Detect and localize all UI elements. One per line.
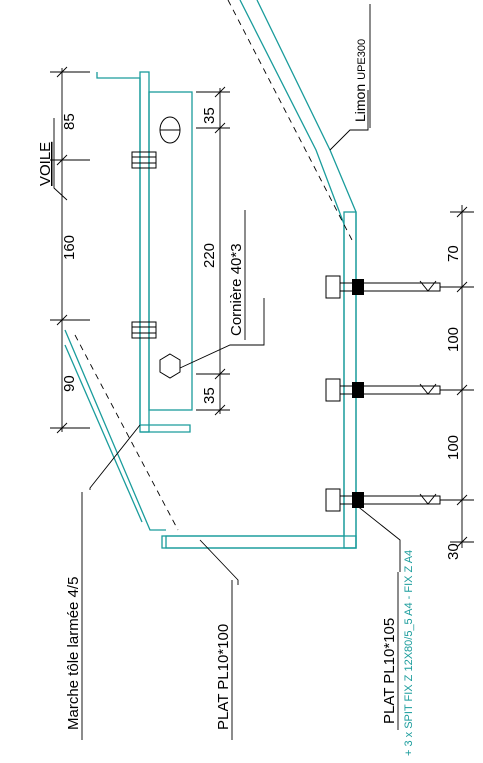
anchor-expansion (419, 493, 437, 505)
step-plate-marche (139, 71, 150, 433)
dim-text-anchor-4: 30 (445, 543, 462, 560)
dim-text-corniere-2: 220 (201, 243, 218, 268)
dim-tick-a5 (456, 536, 468, 548)
limon-upe300-outline (165, 0, 357, 549)
corniere-flange (148, 91, 193, 411)
stringer-inner-line (64, 329, 166, 531)
hidden-lines (74, 0, 353, 531)
anchor-1 (325, 275, 441, 299)
leader-plat-105 (355, 504, 401, 572)
anchor-nut (325, 488, 341, 512)
anchor-nut (325, 378, 341, 402)
dim-tick-c2 (214, 122, 226, 134)
dimension-chain-voile (50, 66, 90, 434)
anchor-expansion (419, 383, 437, 395)
label-corniere: Cornière 40*3 (228, 243, 245, 336)
leader-corniere (179, 298, 265, 369)
dim-tick-4 (56, 422, 68, 434)
bolt-hex-lower (159, 353, 181, 379)
dim-text-voile-1: 85 (61, 113, 78, 130)
label-voile: VOILE (37, 142, 54, 186)
steel-geometry (64, 0, 357, 549)
text-labels: LimonUPE300 VOILE Cornière 40*3 Marche t… (37, 39, 462, 756)
dim-tick-a4 (456, 494, 468, 506)
anchor-3 (325, 488, 441, 512)
dim-text-anchor-2: 100 (445, 327, 462, 352)
corniere-angle (96, 72, 191, 433)
dimension-chain-corniere (196, 86, 230, 416)
hidden-line-limon (227, 0, 353, 241)
leader-marche (89, 424, 141, 490)
dim-tick-c3 (214, 368, 226, 380)
dim-text-corniere-3: 35 (201, 387, 218, 404)
anchor-nut (325, 275, 341, 299)
label-marche: Marche tôle larmée 4/5 (65, 577, 82, 730)
dimension-chain-anchors (440, 205, 474, 548)
hidden-line-stringer (74, 334, 179, 531)
dim-tick-1 (56, 66, 68, 78)
dim-text-anchor-1: 70 (445, 245, 462, 262)
bolt-body-lower (131, 321, 157, 339)
stringer-upper-line (64, 344, 143, 523)
leader-plat-100 (199, 539, 239, 585)
anchor-2 (325, 378, 441, 402)
bolt-body-upper (131, 151, 157, 169)
dim-text-voile-3: 90 (61, 375, 78, 392)
dim-tick-a1 (456, 206, 468, 218)
dim-text-corniere-1: 35 (201, 107, 218, 124)
anchor-bolts (325, 275, 441, 512)
label-plat-105: PLAT PL10*105 (381, 618, 398, 724)
dim-tick-c4 (214, 404, 226, 416)
label-anchors: + 3 x SPIT FIX Z 12X80/5_5 A4 - FIX Z A4 (403, 550, 415, 756)
dim-tick-2 (56, 154, 68, 166)
anchor-washer (352, 382, 364, 398)
through-bolt-lower (131, 321, 157, 339)
dim-text-voile-2: 160 (61, 235, 78, 260)
anchor-washer (352, 279, 364, 295)
through-bolt-upper (131, 151, 157, 169)
corniere-bolts (131, 116, 181, 379)
anchor-expansion (419, 280, 437, 292)
dim-tick-c1 (214, 86, 226, 98)
leader-voile (53, 118, 68, 201)
anchor-washer (352, 492, 364, 508)
plat-pl10-100-strip (161, 535, 357, 549)
dim-tick-3 (56, 314, 68, 326)
label-limon: LimonUPE300 (352, 39, 368, 122)
label-plat-100: PLAT PL10*100 (215, 624, 232, 730)
dim-text-anchor-3: 100 (445, 435, 462, 460)
dim-tick-a2 (456, 281, 468, 293)
leader-lines (53, 4, 401, 740)
leader-limon (329, 90, 369, 151)
dim-tick-a3 (456, 384, 468, 396)
